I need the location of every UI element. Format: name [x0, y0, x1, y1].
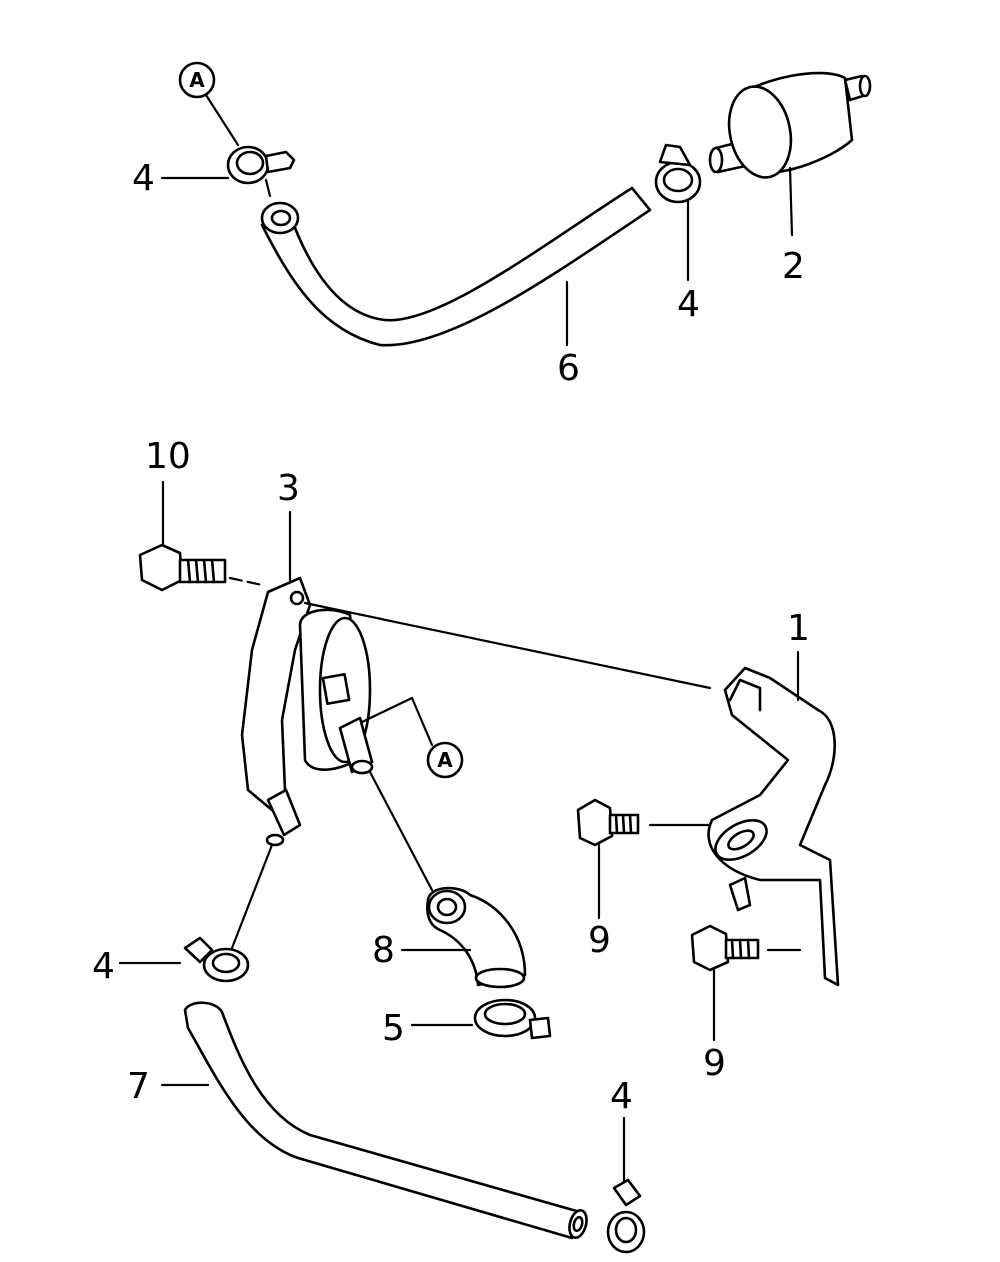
fuel-filter — [708, 71, 872, 179]
pump-to-bracket-line — [303, 601, 712, 690]
label-clamp-5: 5 — [382, 1008, 405, 1049]
label-elbow-hose: 8 — [372, 930, 395, 971]
hose-clamp-top-left — [226, 145, 296, 198]
label-bolt-9-lower: 9 — [703, 1043, 726, 1084]
label-lower-hose: 7 — [127, 1066, 150, 1107]
label-pump: 3 — [277, 468, 300, 509]
pump-outlet-to-clamp-line — [230, 843, 274, 950]
hose-clamp-bottom-right — [606, 1178, 646, 1254]
reference-marker-a-top-text: A — [189, 68, 205, 92]
fuel-pump — [240, 576, 374, 847]
mounting-bracket — [707, 666, 840, 987]
bolt-9-upper — [576, 798, 640, 847]
bolt-10 — [138, 543, 227, 592]
upper-fuel-hose — [260, 186, 652, 347]
bolt-9-lower — [690, 924, 760, 972]
reference-marker-a-top: A — [178, 61, 240, 147]
label-fuel-filter: 2 — [782, 246, 805, 287]
label-clamp-mid-left: 4 — [92, 946, 115, 987]
label-clamp-top-right: 4 — [677, 284, 700, 325]
reference-marker-a-pump: A — [360, 696, 464, 779]
hose-clamp-top-right — [654, 143, 702, 204]
label-clamp-bottom-right: 4 — [610, 1076, 633, 1117]
dashed-line-bolt-10 — [228, 576, 264, 587]
reference-marker-a-pump-text: A — [437, 748, 453, 772]
label-bolt-9-upper: 9 — [588, 920, 611, 961]
label-bolt-10: 10 — [145, 436, 191, 477]
lower-fuel-hose — [183, 1001, 588, 1240]
hose-clamp-mid-left — [183, 936, 250, 983]
leader-fuel-filter — [788, 166, 794, 237]
label-bracket: 1 — [787, 608, 810, 649]
elbow-hose — [426, 886, 527, 989]
pump-to-elbow-line — [368, 770, 434, 892]
hose-clamp-5 — [473, 998, 552, 1040]
label-upper-hose: 6 — [557, 348, 580, 389]
label-clamp-top-left: 4 — [132, 158, 155, 199]
